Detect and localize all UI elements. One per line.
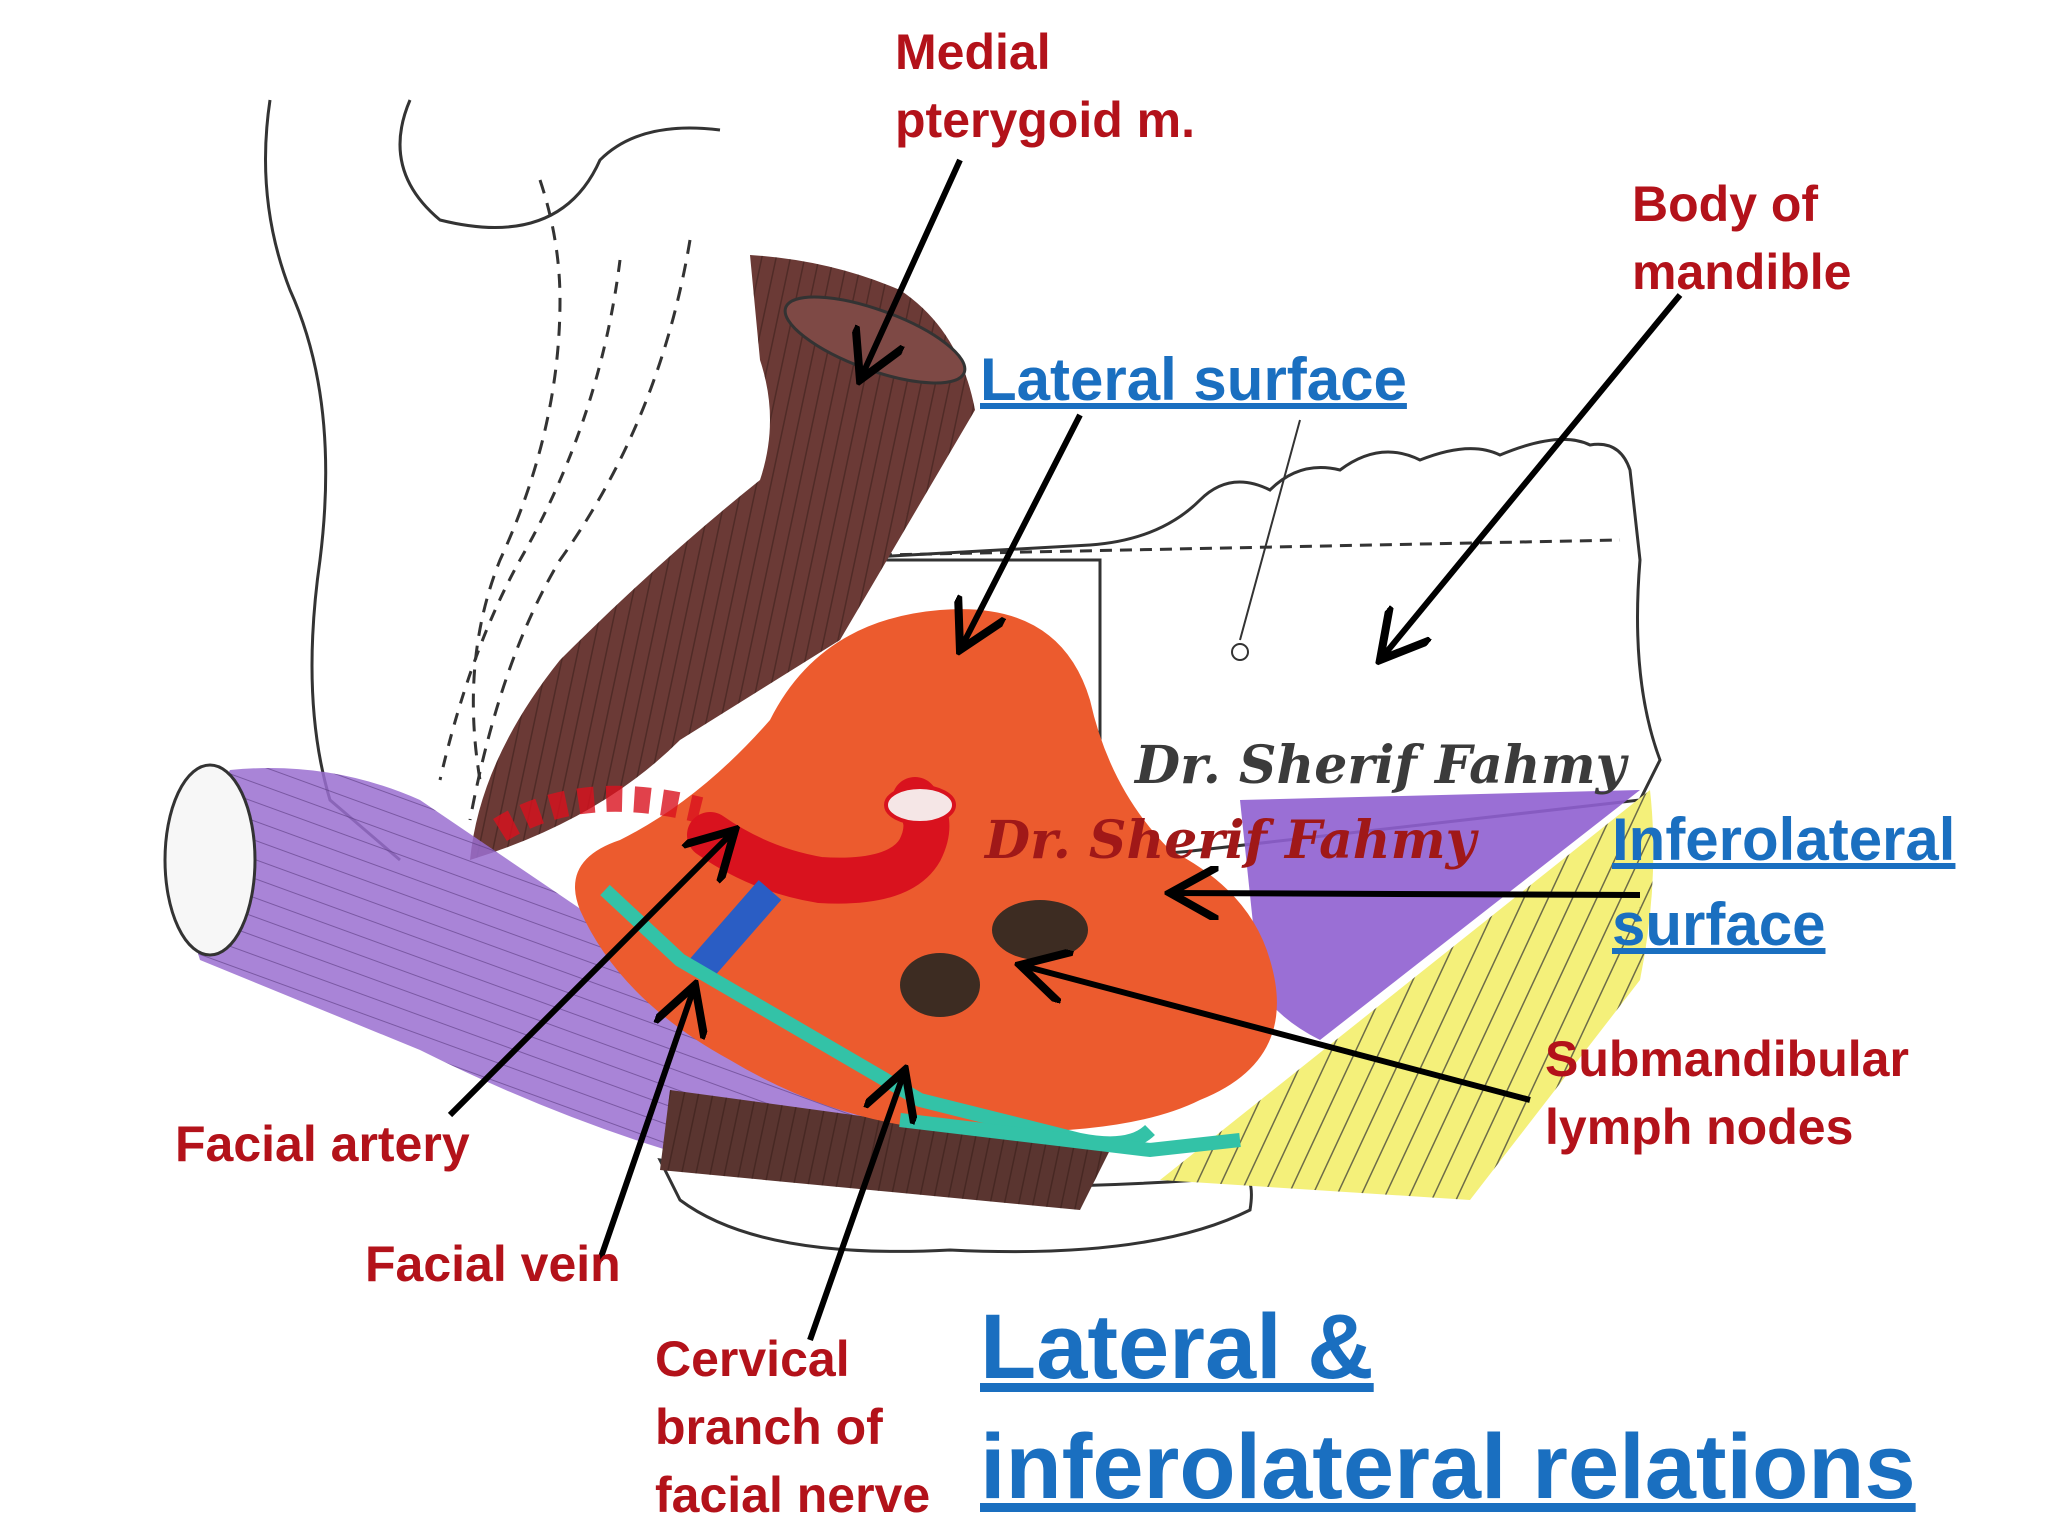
- ramus-dash-2: [468, 239, 692, 821]
- purple-muscle-right: [1240, 790, 1640, 1040]
- label-cervical-line2: branch of: [655, 1399, 883, 1455]
- label-submandibular-line2: lymph nodes: [1545, 1099, 1854, 1155]
- facial-artery: [687, 777, 950, 904]
- heading-inferolateral-line2: surface: [1612, 891, 1826, 958]
- lymph-node-1: [992, 900, 1088, 960]
- mandible-outline: [264, 99, 721, 862]
- purple-muscle-end: [163, 763, 257, 957]
- label-medial-pterygoid-line1: Medial: [895, 24, 1051, 80]
- facial-vein: [688, 880, 782, 980]
- label-submandibular-line1: Submandibular: [1545, 1031, 1909, 1087]
- label-body-mandible-line1: Body of: [1632, 176, 1819, 232]
- ramus-outline: [471, 179, 562, 781]
- facial-artery-end: [884, 785, 956, 825]
- nerve-line: [1239, 419, 1301, 641]
- pointer-arrows: [447, 158, 1683, 1341]
- lymph-node-2: [900, 953, 980, 1017]
- ramus-dash-3: [438, 259, 622, 781]
- facial-nerve-lower: [899, 1113, 1241, 1158]
- watermark-lower: Dr. Sherif Fahmy: [985, 810, 1476, 871]
- label-medial-pterygoid-line2: pterygoid m.: [895, 92, 1196, 148]
- title-line2: inferolateral relations: [980, 1416, 1916, 1518]
- title-line1: Lateral &: [980, 1296, 1374, 1398]
- facial-artery-dashed: [493, 785, 704, 842]
- mental-foramen: [1231, 643, 1249, 661]
- watermark-upper: Dr. Sherif Fahmy: [1135, 735, 1626, 796]
- heading-inferolateral-line1: Inferolateral: [1612, 806, 1956, 873]
- heading-lateral-surface: Lateral surface: [980, 346, 1407, 413]
- mylohyoid-line: [879, 538, 1621, 557]
- label-facial-artery: Facial artery: [175, 1116, 470, 1172]
- label-cervical-line1: Cervical: [655, 1331, 850, 1387]
- label-body-mandible-line2: mandible: [1632, 244, 1852, 300]
- label-facial-vein: Facial vein: [365, 1236, 621, 1292]
- label-cervical-line3: facial nerve: [655, 1467, 931, 1523]
